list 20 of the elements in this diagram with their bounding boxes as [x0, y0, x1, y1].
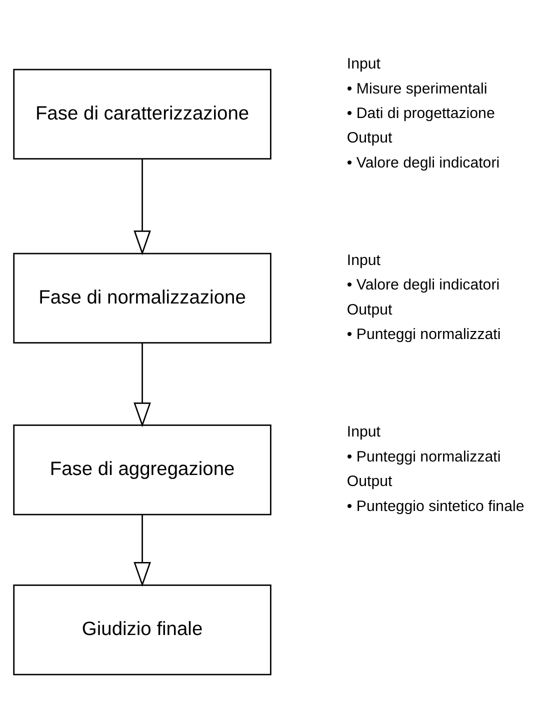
node-label: Input — [346, 56, 380, 73]
node-label: • Misure sperimentali — [346, 80, 488, 98]
arrow — [134, 343, 151, 428]
node-label: • Dati di progettazione — [346, 105, 495, 122]
node-label: • Valore degli indicatori — [346, 276, 500, 294]
node-label: • Punteggi normalizzati — [346, 448, 501, 466]
node-label: Input — [346, 424, 380, 441]
node-label: Output — [346, 130, 392, 147]
node-label: Output — [346, 473, 392, 490]
node-label: • Valore degli indicatori — [346, 154, 500, 172]
node-box: Fase di normalizzazione — [13, 252, 272, 344]
node-label: • Punteggi normalizzati — [346, 326, 501, 344]
node-box: Fase di caratterizzazione — [13, 68, 272, 160]
node-box: Fase di aggregazione — [13, 424, 272, 516]
arrow — [134, 158, 151, 256]
node-label: Input — [346, 252, 380, 269]
node-label: • Punteggio sintetico finale — [346, 498, 524, 515]
node-box: Giudizio finale — [13, 584, 272, 676]
arrow — [134, 514, 151, 587]
node-label: Output — [346, 301, 392, 318]
